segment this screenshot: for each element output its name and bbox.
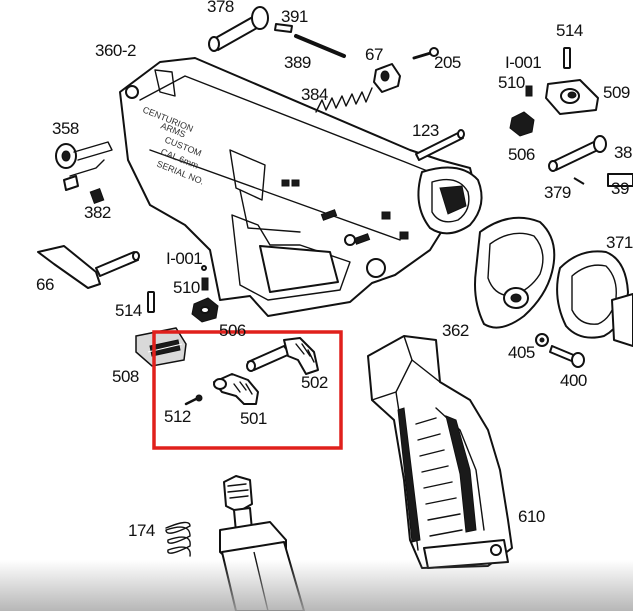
rod-389 (294, 34, 346, 58)
label-38-right: 38 (614, 143, 632, 162)
label-378: 378 (207, 0, 234, 16)
label-371: 371 (606, 233, 633, 252)
washer-405 (535, 333, 549, 347)
label-509: 509 (603, 83, 630, 102)
label-205: 205 (434, 53, 461, 72)
label-514-mid: 514 (115, 301, 142, 320)
label-514-top: 514 (556, 21, 583, 40)
pin-378 (208, 6, 269, 52)
detent-510-mid (201, 265, 209, 291)
label-39-right: 39 (611, 179, 629, 198)
pin-right-edge (573, 173, 633, 187)
label-i001-mid: I-001 (166, 249, 202, 268)
label-502: 502 (301, 373, 328, 392)
label-400: 400 (560, 371, 587, 390)
screw-205 (412, 47, 439, 60)
screw-512 (184, 394, 203, 406)
label-510-mid: 510 (173, 278, 200, 297)
label-391: 391 (281, 7, 308, 26)
spring-384 (315, 87, 373, 113)
detent-506-top (509, 111, 535, 137)
label-510-top: 510 (498, 73, 525, 92)
label-506-mid: 506 (219, 321, 246, 340)
label-610: 610 (518, 507, 545, 526)
label-501: 501 (240, 409, 267, 428)
label-382: 382 (84, 203, 111, 222)
detent-506-mid (191, 297, 219, 323)
pin-66 (37, 245, 140, 289)
detent-510-top (525, 85, 533, 97)
pistol-grip-610 (367, 335, 513, 569)
pin-514-mid (147, 291, 155, 313)
spring-382 (89, 188, 105, 204)
castle-nut-371 (556, 250, 633, 347)
motor-assembly (219, 475, 305, 611)
label-i001-top: I-001 (505, 53, 541, 72)
label-362: 362 (442, 321, 469, 340)
selector-509 (545, 79, 599, 115)
label-506-top: 506 (508, 145, 535, 164)
label-512: 512 (164, 407, 191, 426)
label-384: 384 (301, 85, 328, 104)
label-66: 66 (36, 275, 54, 294)
mag-catch-358 (55, 141, 113, 191)
label-360-2: 360-2 (95, 41, 136, 60)
highlight-box (152, 330, 343, 450)
label-123: 123 (412, 121, 439, 140)
trigger-part-501 (213, 373, 259, 405)
plunger-67 (373, 63, 401, 93)
label-379: 379 (544, 183, 571, 202)
label-358: 358 (52, 119, 79, 138)
label-508: 508 (112, 367, 139, 386)
label-405: 405 (508, 343, 535, 362)
spring-174 (165, 521, 191, 557)
endplate-362 (474, 216, 556, 329)
label-389: 389 (284, 53, 311, 72)
pin-391 (274, 23, 293, 33)
label-67: 67 (365, 45, 383, 64)
lower-receiver-360-2: CENTURION ARMS CUSTOM CAL 6mm SERIAL NO. (119, 57, 483, 317)
label-174: 174 (128, 521, 155, 540)
screw-400 (549, 345, 585, 368)
trigger-part-502 (246, 337, 319, 375)
pin-514-top (563, 47, 571, 69)
mag-release-508 (135, 327, 187, 367)
part-labels: 378 391 389 360-2 67 205 514 I-001 510 5… (36, 0, 633, 540)
pin-123 (415, 129, 465, 161)
pin-379 (548, 135, 607, 172)
